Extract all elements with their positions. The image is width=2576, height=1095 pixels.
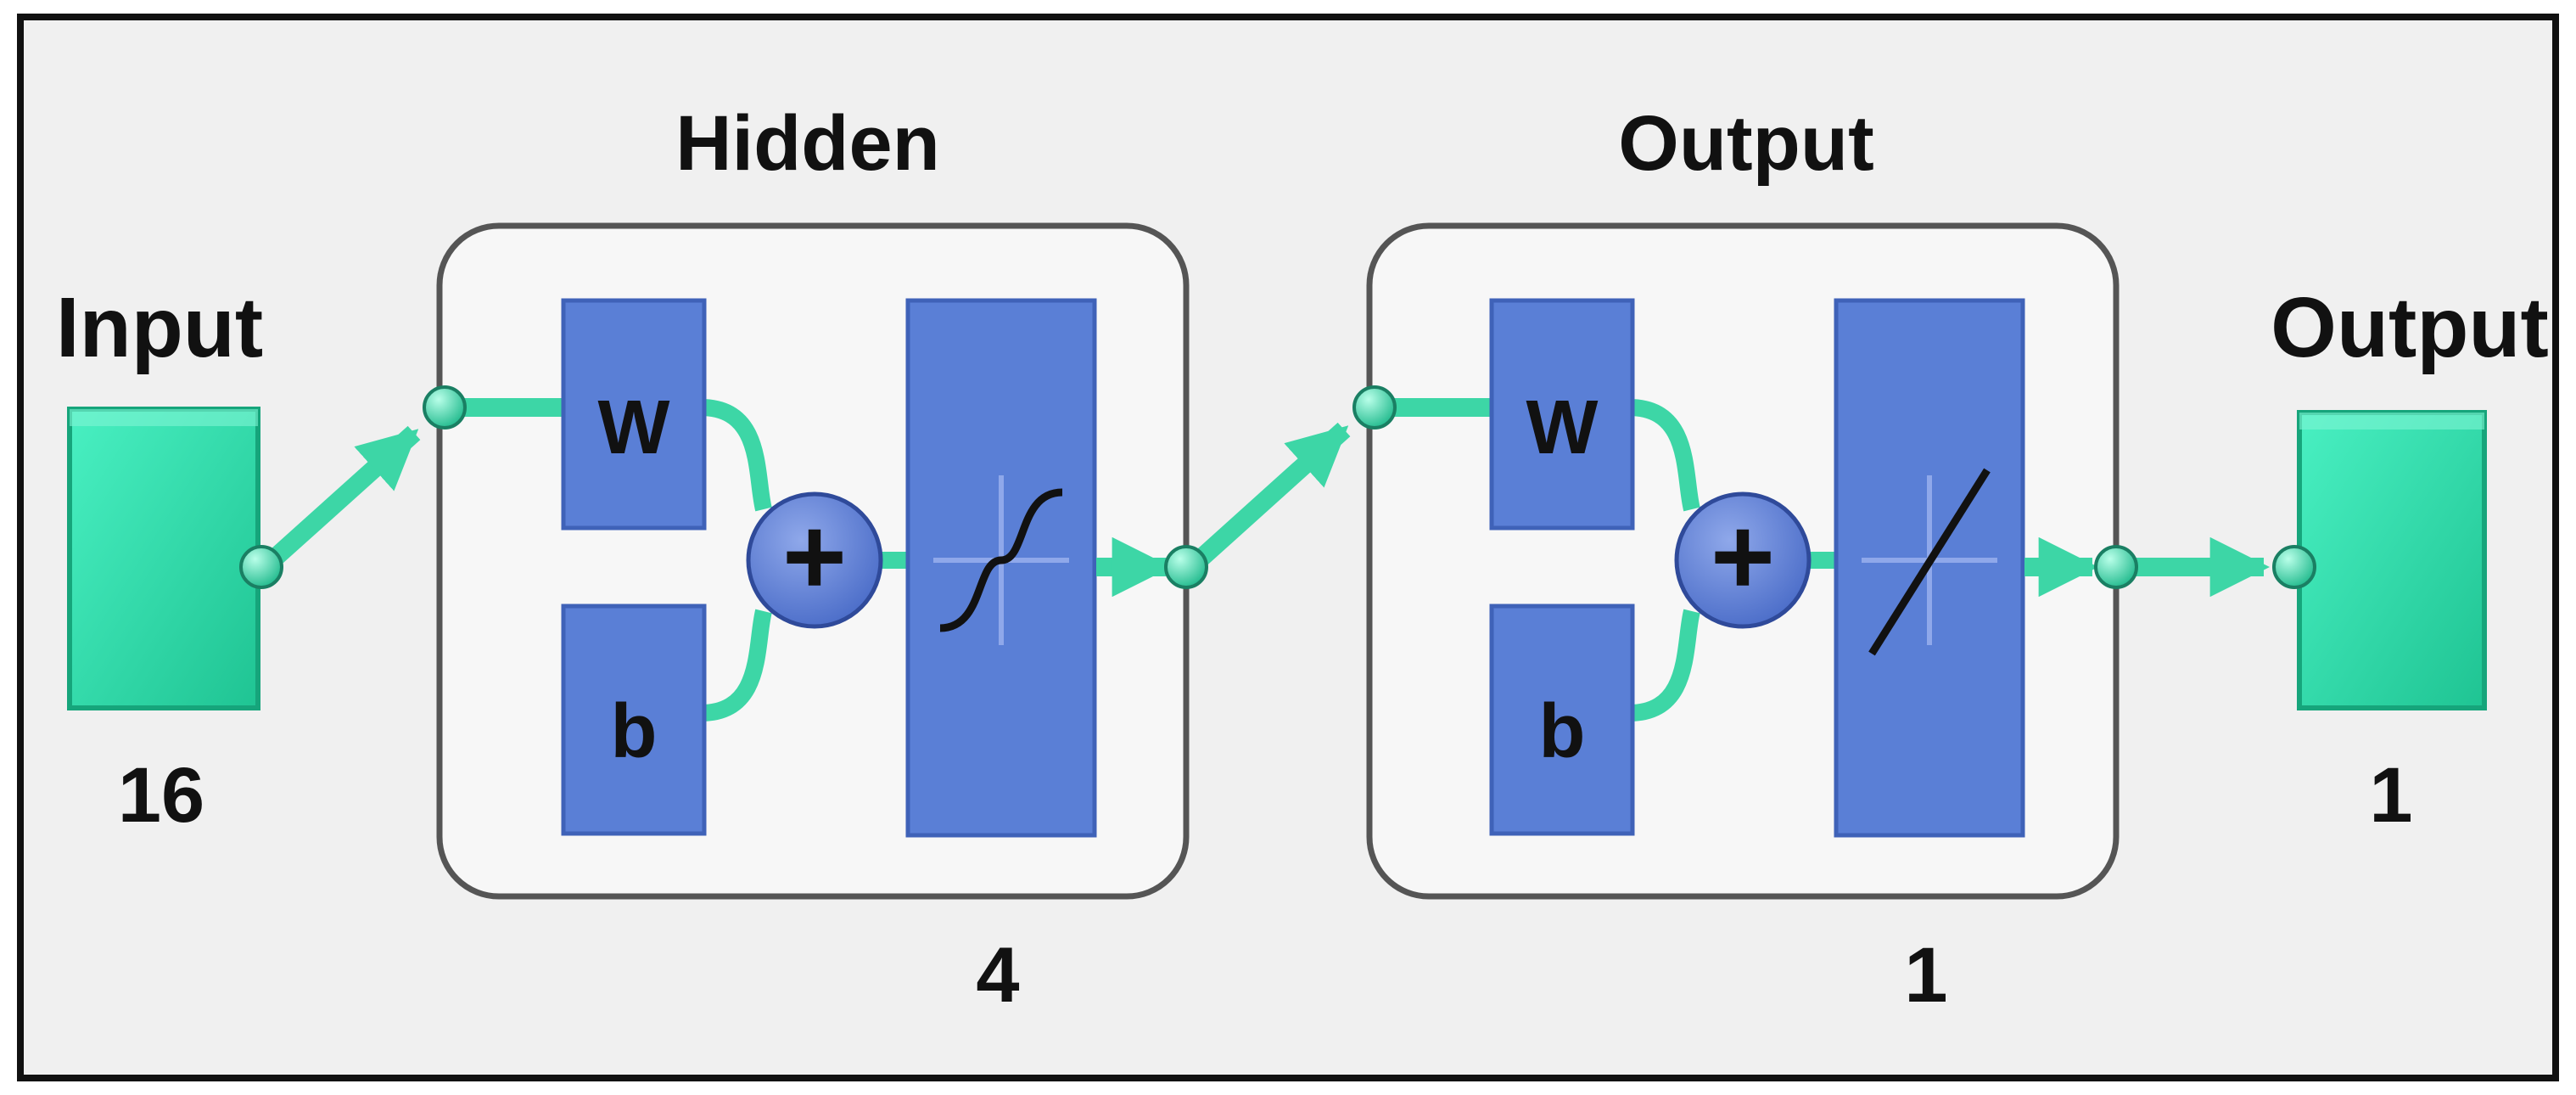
input-port-dot: [239, 545, 283, 589]
connector-hidden-output: [1184, 422, 1351, 575]
input-title: Input: [56, 280, 263, 375]
hidden-layer-title: Hidden: [675, 100, 940, 187]
output-layer-output-dot: [2094, 545, 2138, 589]
hidden-sum-symbol: +: [782, 494, 847, 618]
output-weight-block: W: [1489, 298, 1635, 531]
hidden-b-to-sum: [700, 609, 772, 722]
hidden-bias-label: b: [611, 689, 658, 774]
output-layer-title: Output: [1618, 100, 1873, 187]
output-layer-input-dot: [1352, 385, 1397, 430]
output-node-input-dot: [2272, 545, 2316, 589]
diagram-frame: [17, 14, 2559, 1081]
hidden-sum-node: +: [746, 491, 883, 629]
output-layer-size: 1: [1904, 932, 1947, 1019]
hidden-layer-size: 4: [976, 932, 1019, 1019]
input-size: 16: [118, 752, 204, 839]
output-sum-node: +: [1674, 491, 1812, 629]
hidden-bias-block: b: [561, 604, 707, 836]
hidden-w-to-sum: [700, 399, 772, 512]
tansig-icon: [939, 488, 1063, 632]
output-sum-symbol: +: [1711, 494, 1775, 618]
purelin-icon: [1868, 468, 1991, 656]
output-bias-label: b: [1539, 689, 1586, 774]
output-title: Output: [2271, 280, 2549, 375]
input-node: [67, 407, 260, 710]
connector-input-hidden: [258, 425, 421, 575]
hidden-output-dot: [1164, 545, 1208, 589]
output-node: [2297, 410, 2487, 710]
output-bias-block: b: [1489, 604, 1635, 836]
output-transfer-block: [1834, 298, 2025, 838]
hidden-weight-label: W: [598, 385, 670, 470]
output-weight-label: W: [1526, 385, 1599, 470]
hidden-weight-block: W: [561, 298, 707, 531]
hidden-transfer-block: [905, 298, 1097, 838]
output-w-to-sum: [1628, 399, 1700, 512]
output-size: 1: [2369, 752, 2412, 839]
hidden-input-dot: [423, 385, 467, 430]
output-b-to-sum: [1628, 609, 1700, 722]
